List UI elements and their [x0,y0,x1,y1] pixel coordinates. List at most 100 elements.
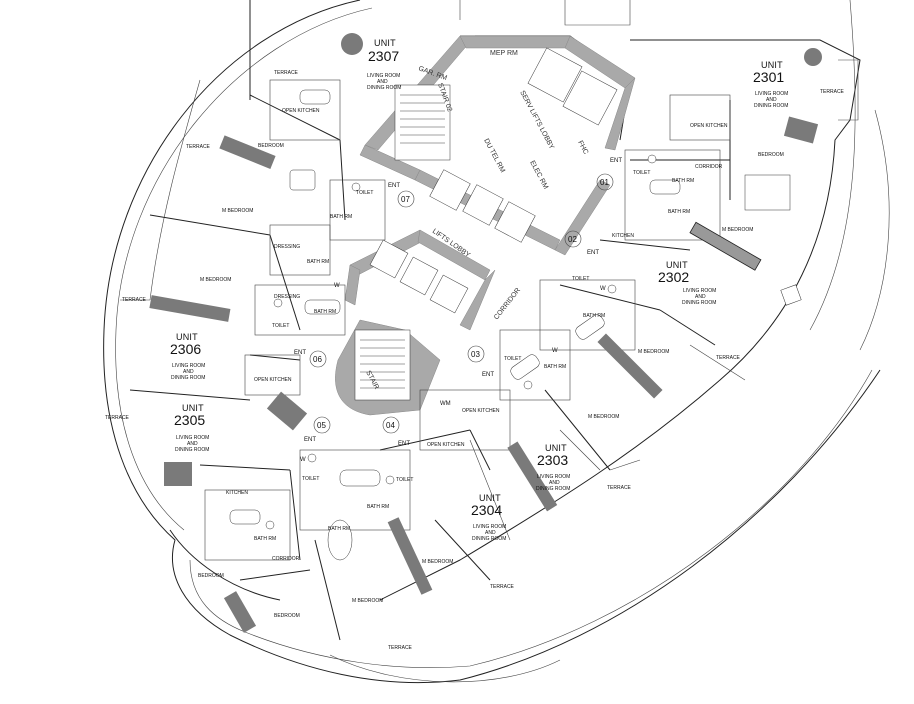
entrance-2304: ENT [398,441,410,447]
du-tel-room-label: DU TEL RM [482,138,506,174]
svg-text:02: 02 [568,235,577,244]
unit-2302-living: LIVING ROOM [683,288,716,294]
unit-2306-word: UNIT [176,332,198,342]
structural-columns [149,33,822,633]
terrace-2303: TERRACE [607,485,632,491]
door-02: 02 [564,230,582,248]
svg-text:07: 07 [401,195,410,204]
unit-2307-living: LIVING ROOM [367,73,400,79]
unit-2302: UNIT 2302 LIVING ROOM AND DINING ROOM [658,260,716,306]
terrace-2307: TERRACE [274,70,299,76]
unit-2303-number: 2303 [537,452,568,468]
unit-2302-word: UNIT [666,260,688,270]
unit-2302-dining: DINING ROOM [682,300,716,306]
bath-room-2304: BATH RM [367,504,389,510]
unit-2306-living: LIVING ROOM [172,363,205,369]
unit-2301-number: 2301 [753,69,784,85]
unit-2307-number: 2307 [368,48,399,64]
terrace-2305: TERRACE [105,415,130,421]
m-bedroom-2305: M BEDROOM [352,598,383,604]
unit-2305-and: AND [187,441,198,447]
unit-2304-living: LIVING ROOM [473,524,506,530]
sanitary-fixtures [229,89,791,561]
m-bedroom-2304: M BEDROOM [422,559,453,565]
open-kitchen-2303: OPEN KITCHEN [462,408,500,414]
m-bedroom-2306: M BEDROOM [200,277,231,283]
unit-2303-living: LIVING ROOM [537,474,570,480]
unit-2303-dining: DINING ROOM [536,486,570,492]
toilet-2301: TOILET [633,170,650,176]
washer-2305: W [300,457,306,463]
toilet-2305: TOILET [302,476,319,482]
unit-2301-dining: DINING ROOM [754,103,788,109]
door-01: 01 [596,173,614,191]
svg-text:04: 04 [386,421,395,430]
svg-text:01: 01 [600,178,609,187]
service-lifts-lobby-label: SERV LIFTS LOBBY [518,90,555,151]
corridor-2301: CORRIDOR [695,164,723,170]
unit-2302-and: AND [695,294,706,300]
unit-2307-and: AND [377,79,388,85]
mep-room-label: MEP RM [490,50,518,57]
stair-01-treads [360,339,405,389]
kitchen-2302: KITCHEN [612,233,634,239]
unit-2305-living: LIVING ROOM [176,435,209,441]
terrace-south: TERRACE [388,645,413,651]
service-core: MEP RM GAR. RM STAIR 02 SERV LIFTS LOBBY… [335,35,636,416]
bath-room-2307: BATH RM [330,214,352,220]
washing-machine-2303: WM [440,401,451,407]
unit-2306-dining: DINING ROOM [171,375,205,381]
bath-room-2301-b: BATH RM [668,209,690,215]
bath-room-2305-b: BATH RM [254,536,276,542]
terrace-2301: TERRACE [820,89,845,95]
bath-room-2306-b: BATH RM [314,309,336,315]
entrance-2307: ENT [388,183,400,189]
unit-2301-word: UNIT [761,60,783,70]
svg-text:05: 05 [317,421,326,430]
m-bedroom-2307: M BEDROOM [222,208,253,214]
fhc-label: FHC [576,140,589,156]
bath-room-2305-a: BATH RM [328,526,350,532]
washer-2306: W [334,283,340,289]
entrance-2303: ENT [482,372,494,378]
terrace-2306-north: TERRACE [186,144,211,150]
svg-text:03: 03 [471,350,480,359]
corridor-2305: CORRIDOR [272,556,300,562]
door-markers: 01 02 03 04 05 06 07 [309,173,614,434]
bedroom-2304-west: BEDROOM [274,613,300,619]
m-bedroom-2302: M BEDROOM [638,349,669,355]
unit-2305: UNIT 2305 LIVING ROOM AND DINING ROOM [174,403,209,453]
elec-room-label: ELEC RM [528,160,549,191]
unit-2304-number: 2304 [471,502,502,518]
lift-shafts [369,47,618,314]
unit-2302-number: 2302 [658,269,689,285]
m-bedroom-2301: M BEDROOM [722,227,753,233]
unit-2307-dining: DINING ROOM [367,85,401,91]
bedroom-2305: BEDROOM [198,573,224,579]
washer-2303: W [552,348,558,354]
entrance-2301: ENT [610,158,622,164]
toilet-2306: TOILET [272,323,289,329]
door-03: 03 [467,345,485,363]
entrance-2306: ENT [294,350,306,356]
kitchen-2305: KITCHEN [226,490,248,496]
unit-2304: UNIT 2304 LIVING ROOM AND DINING ROOM [471,493,506,542]
unit-2303-and: AND [549,480,560,486]
unit-2305-word: UNIT [182,403,204,413]
room-labels: TERRACE TERRACE TERRACE TERRACE TERRACE … [105,70,845,651]
unit-2306: UNIT 2306 LIVING ROOM AND DINING ROOM [170,332,205,381]
bedroom-2307: BEDROOM [258,143,284,149]
bath-room-2302: BATH RM [583,313,605,319]
bedroom-2301: BEDROOM [758,152,784,158]
terrace-2306: TERRACE [122,297,147,303]
open-kitchen-2304: OPEN KITCHEN [427,442,465,448]
toilet-2304: TOILET [396,477,413,483]
unit-2301-and: AND [766,97,777,103]
terrace-2304: TERRACE [490,584,515,590]
unit-2306-number: 2306 [170,341,201,357]
toilet-2303: TOILET [504,356,521,362]
open-kitchen-2301: OPEN KITCHEN [690,123,728,129]
door-07: 07 [397,190,415,208]
unit-2304-and: AND [485,530,496,536]
washer-2302: W [600,286,606,292]
